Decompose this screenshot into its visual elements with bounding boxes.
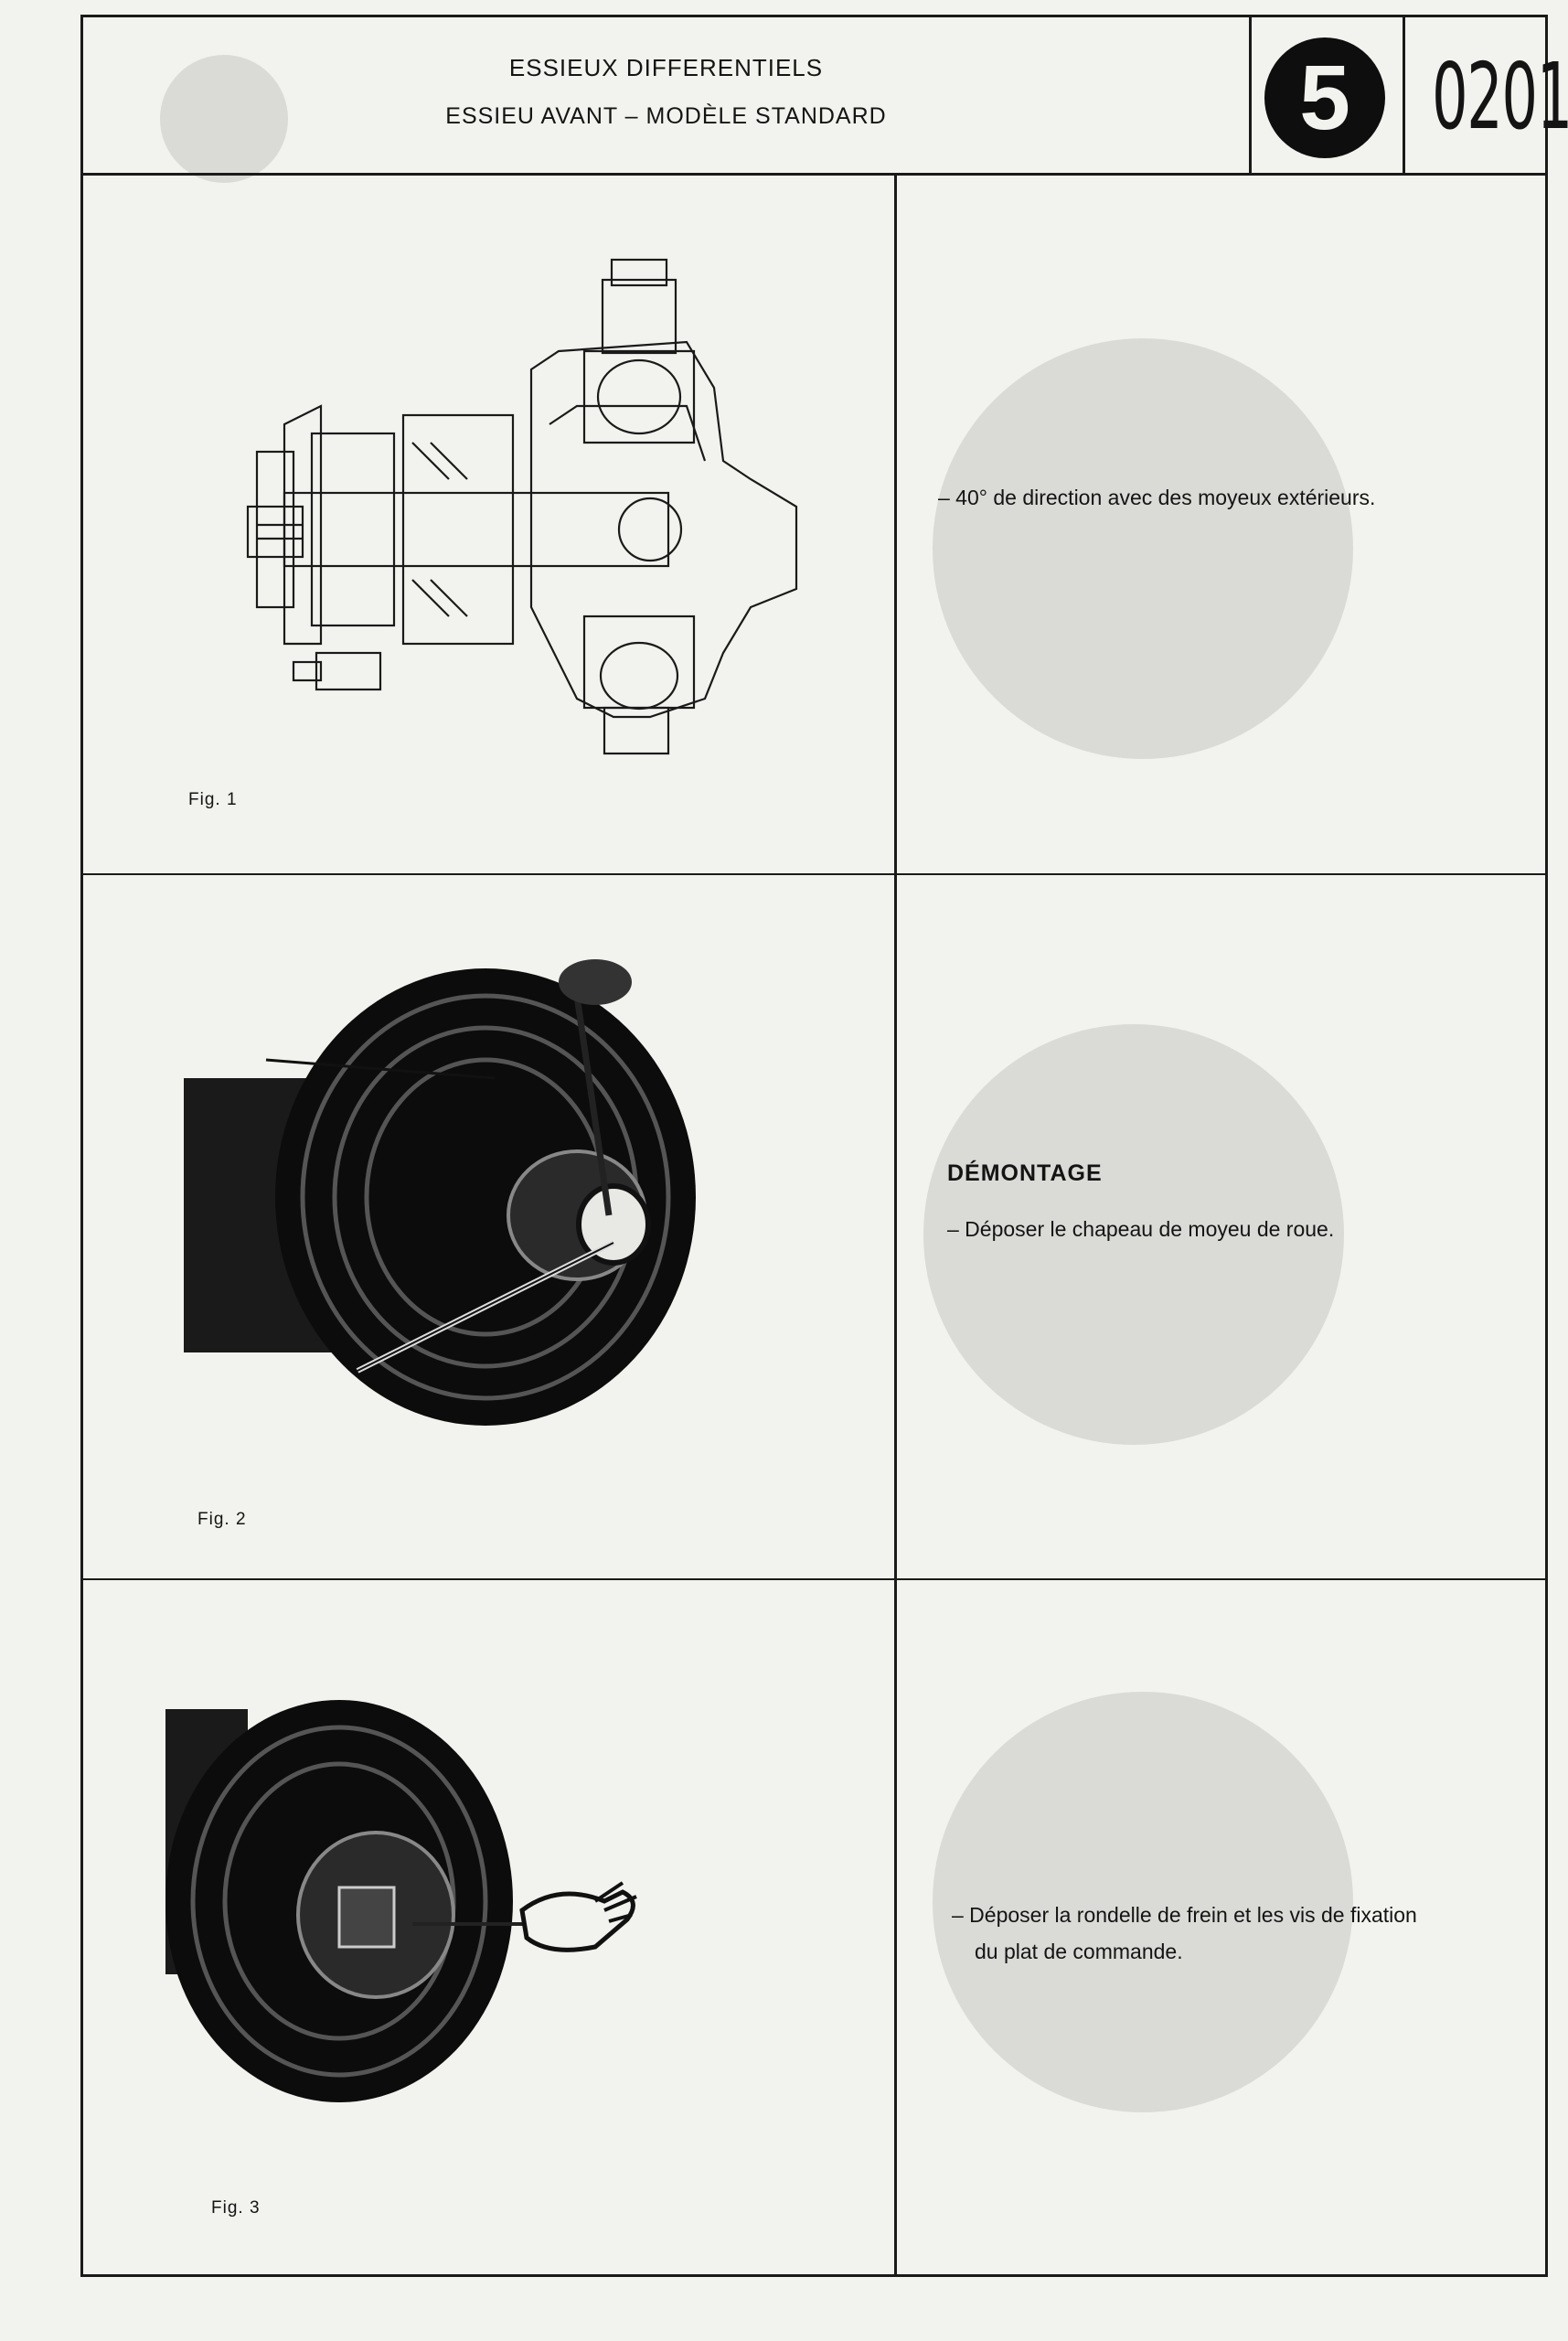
fig2-hub-cap-photo (184, 959, 696, 1426)
page-number: 0201 (1432, 43, 1568, 150)
section-badge: 5 (1264, 37, 1385, 158)
instruction-text: – Déposer le chapeau de moyeu de roue. (947, 1217, 1335, 1241)
page-subtitle: ESSIEU AVANT – MODÈLE STANDARD (445, 103, 887, 129)
instruction-text: – Déposer la rondelle de frein et les vi… (952, 1903, 1417, 1927)
fig1-hub-cross-section (246, 258, 798, 755)
figure-label: Fig. 1 (188, 790, 238, 809)
header: ESSIEUX DIFFERENTIELS ESSIEU AVANT – MOD… (83, 17, 1568, 176)
page-title: ESSIEUX DIFFERENTIELS (508, 54, 824, 81)
fig3-brake-washer-photo (165, 1700, 637, 2102)
column-divider (894, 173, 897, 2277)
row-divider (83, 873, 1545, 875)
instruction-text: du plat de commande. (975, 1940, 1183, 1963)
row-divider (83, 1578, 1545, 1580)
figure-label: Fig. 2 (197, 1510, 247, 1529)
figure-label: Fig. 3 (211, 2198, 261, 2218)
header-divider (1249, 17, 1252, 173)
section-heading: DÉMONTAGE (947, 1160, 1103, 1186)
instruction-text: – 40° de direction avec des moyeux extér… (938, 486, 1376, 509)
header-divider (1403, 17, 1405, 173)
page-frame: ESSIEUX DIFFERENTIELS ESSIEU AVANT – MOD… (80, 15, 1568, 2277)
